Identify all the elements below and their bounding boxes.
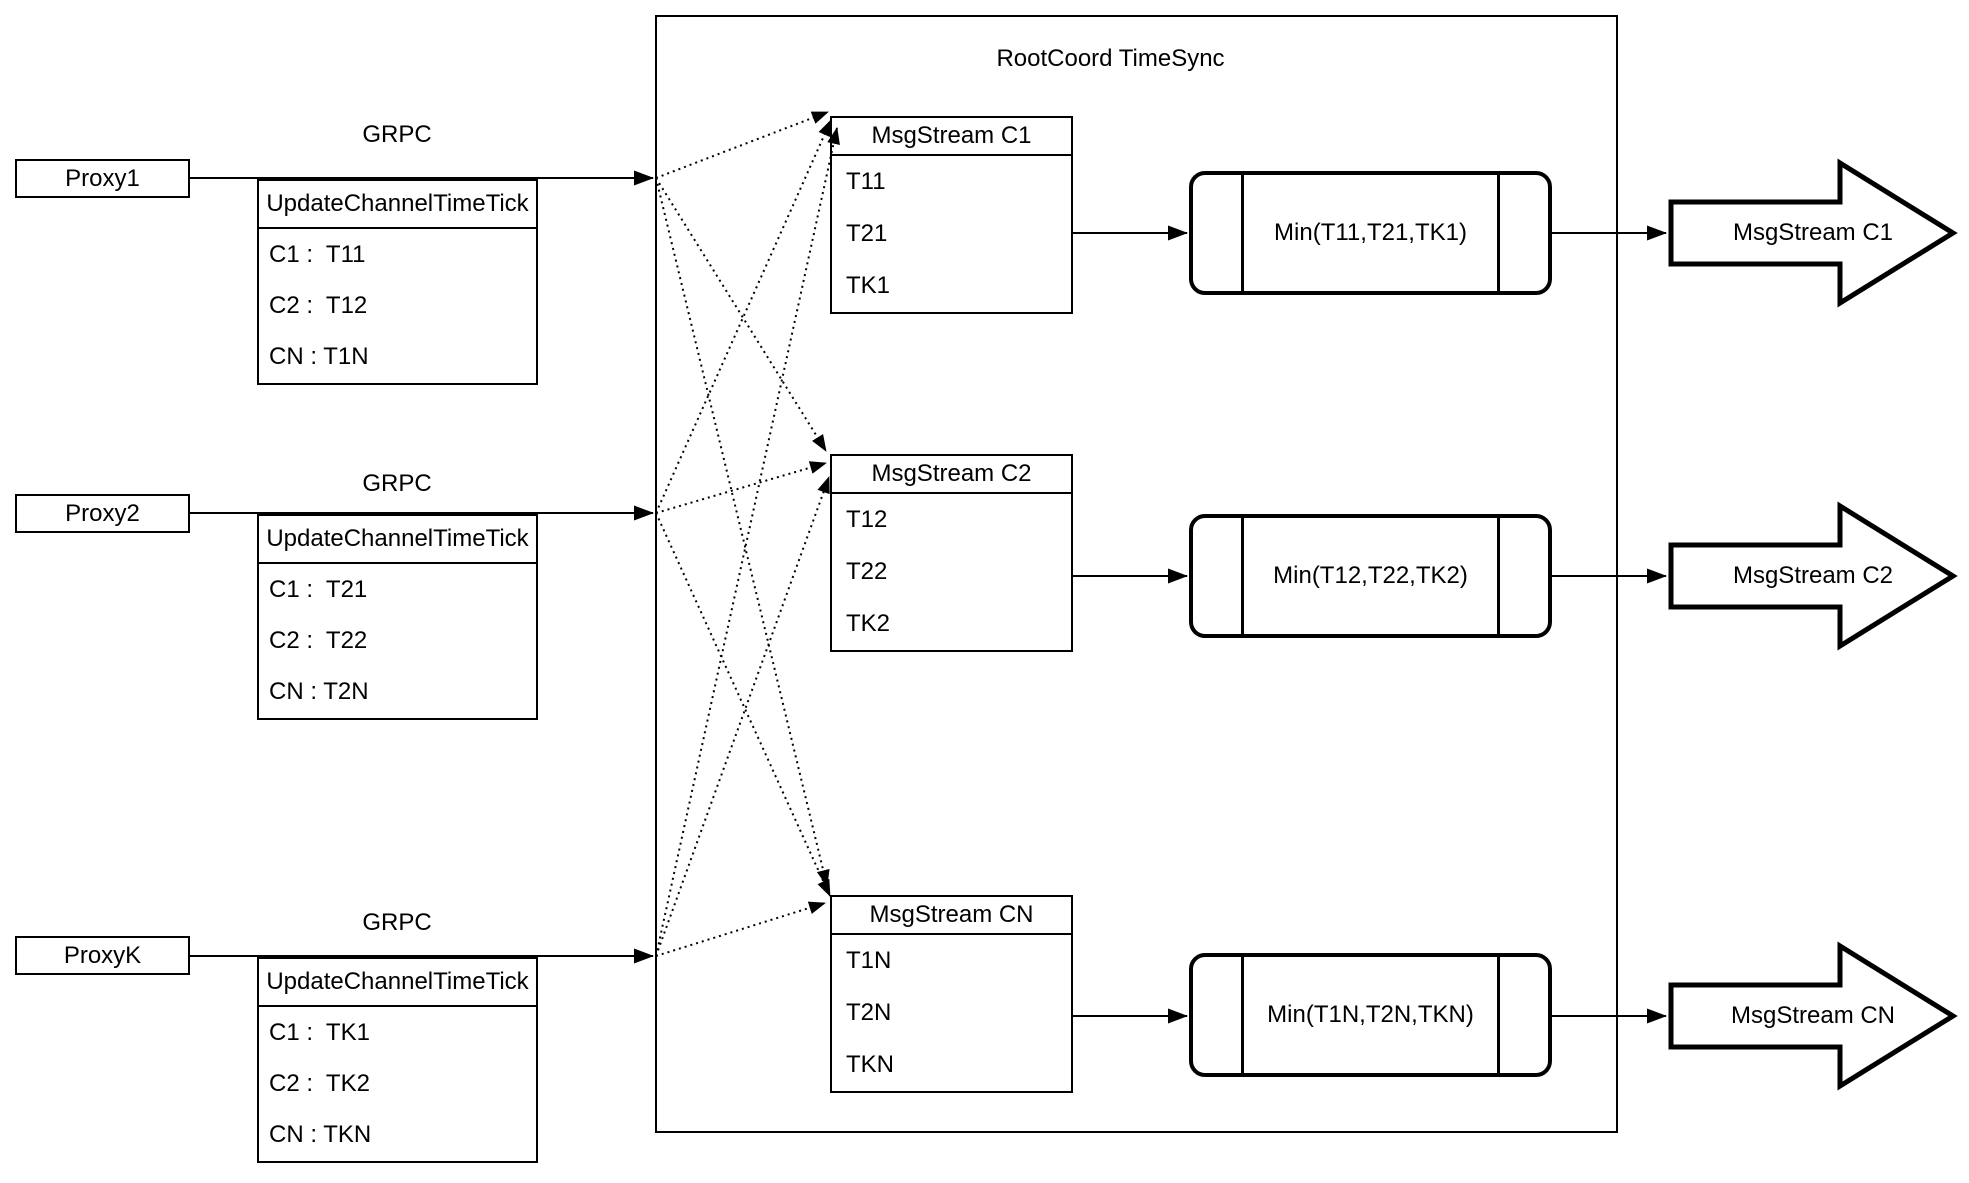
proxy1-box: Proxy1 xyxy=(15,159,190,198)
proxy1-label: Proxy1 xyxy=(65,164,140,192)
proxyk-box: ProxyK xyxy=(15,936,190,975)
min-label: Min(T1N,T2N,TKN) xyxy=(1267,1001,1474,1028)
proxyk-update-channel-timetick-table: UpdateChannelTimeTick C1 : TK1 C2 : TK2 … xyxy=(257,957,538,1163)
grpc-label-proxy2: GRPC xyxy=(362,470,432,497)
table-header: MsgStream C1 xyxy=(832,118,1071,156)
output-arrow-label: MsgStream C2 xyxy=(1732,562,1894,589)
divider xyxy=(1241,518,1244,634)
msgstream-c1-buffer-table: MsgStream C1 T11 T21 TK1 xyxy=(830,116,1073,314)
divider xyxy=(1497,175,1500,291)
fat-arrow-icon xyxy=(1668,941,1958,1091)
table-row: TK1 xyxy=(846,272,891,299)
msgstream-cn-output-arrow: MsgStream CN xyxy=(1668,941,1958,1091)
table-header: UpdateChannelTimeTick xyxy=(259,181,536,229)
table-row: CN : T2N xyxy=(269,678,369,705)
divider xyxy=(1241,175,1244,291)
table-row: TK2 xyxy=(846,610,891,637)
table-row: C1 : T21 xyxy=(269,576,368,603)
msgstream-c2-buffer-table: MsgStream C2 T12 T22 TK2 xyxy=(830,454,1073,652)
min-node-cn: Min(T1N,T2N,TKN) xyxy=(1189,953,1552,1077)
table-row: CN : T1N xyxy=(269,343,369,370)
divider xyxy=(1497,957,1500,1073)
table-row: C2 : T22 xyxy=(269,627,368,654)
table-row: C1 : TK1 xyxy=(269,1019,370,1046)
divider xyxy=(1241,957,1244,1073)
msgstream-cn-buffer-table: MsgStream CN T1N T2N TKN xyxy=(830,895,1073,1093)
proxy2-update-channel-timetick-table: UpdateChannelTimeTick C1 : T21 C2 : T22 … xyxy=(257,514,538,720)
proxyk-label: ProxyK xyxy=(63,941,142,969)
grpc-label-proxy1: GRPC xyxy=(362,121,432,148)
table-header: MsgStream CN xyxy=(832,897,1071,935)
table-row: C1 : T11 xyxy=(269,241,366,268)
fat-arrow-icon xyxy=(1668,501,1958,651)
table-row: T12 xyxy=(846,506,888,533)
table-header: UpdateChannelTimeTick xyxy=(259,516,536,564)
grpc-label-proxyk: GRPC xyxy=(362,909,432,936)
min-node-c1: Min(T11,T21,TK1) xyxy=(1189,171,1552,295)
table-row: C2 : TK2 xyxy=(269,1070,370,1097)
rootcoord-timesync-title: RootCoord TimeSync xyxy=(996,45,1225,72)
min-label: Min(T11,T21,TK1) xyxy=(1274,219,1467,246)
msgstream-c1-output-arrow: MsgStream C1 xyxy=(1668,158,1958,308)
min-node-c2: Min(T12,T22,TK2) xyxy=(1189,514,1552,638)
table-row: T2N xyxy=(846,999,892,1026)
table-header: MsgStream C2 xyxy=(832,456,1071,494)
output-arrow-label: MsgStream CN xyxy=(1730,1002,1896,1029)
table-row: C2 : T12 xyxy=(269,292,368,319)
fat-arrow-icon xyxy=(1668,158,1958,308)
table-row: TKN xyxy=(846,1051,894,1078)
proxy1-update-channel-timetick-table: UpdateChannelTimeTick C1 : T11 C2 : T12 … xyxy=(257,179,538,385)
msgstream-c2-output-arrow: MsgStream C2 xyxy=(1668,501,1958,651)
table-row: T11 xyxy=(846,168,886,195)
table-row: T22 xyxy=(846,558,888,585)
divider xyxy=(1497,518,1500,634)
table-header: UpdateChannelTimeTick xyxy=(259,959,536,1007)
table-row: T1N xyxy=(846,947,892,974)
proxy2-box: Proxy2 xyxy=(15,494,190,533)
table-row: T21 xyxy=(846,220,888,247)
min-label: Min(T12,T22,TK2) xyxy=(1273,562,1468,589)
proxy2-label: Proxy2 xyxy=(65,499,140,527)
table-row: CN : TKN xyxy=(269,1121,372,1148)
output-arrow-label: MsgStream C1 xyxy=(1732,219,1894,246)
